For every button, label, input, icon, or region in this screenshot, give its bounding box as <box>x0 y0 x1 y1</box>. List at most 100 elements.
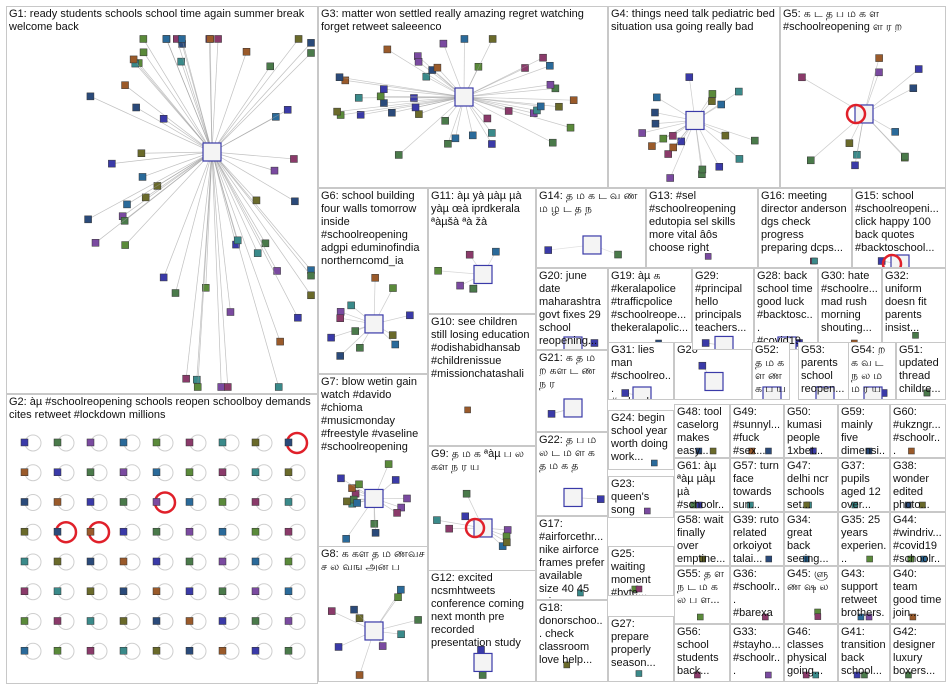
vertex-node <box>444 139 452 148</box>
vertex-node <box>152 646 161 655</box>
edge <box>387 49 465 98</box>
vertex-node <box>206 35 214 43</box>
vertex-node <box>521 64 529 72</box>
cluster-g35: G35: 25 years experien... #epidem... <box>838 512 890 566</box>
cluster-graph <box>857 613 873 621</box>
cluster-graph <box>84 35 315 391</box>
cluster-graph <box>698 361 724 392</box>
vertex-node <box>569 96 578 104</box>
vertex-node <box>803 555 810 563</box>
cluster-g18: G18: donorschoo... check classroom love … <box>536 600 608 682</box>
cluster-label: G51: updated thread childre... <box>899 344 941 395</box>
cluster-g31: G31: lies man #schoolreo... #schoolsre..… <box>608 342 674 400</box>
edge <box>463 84 551 98</box>
vertex-node <box>119 587 128 595</box>
vertex-node <box>919 501 926 509</box>
edge <box>463 88 556 98</box>
vertex-node <box>355 671 364 679</box>
vertex-node <box>20 587 29 595</box>
cluster-graph <box>803 501 812 509</box>
vertex-node <box>648 142 656 150</box>
vertex-node <box>91 239 100 247</box>
vertex-node <box>699 555 706 563</box>
vertex-node <box>86 557 95 566</box>
cluster-g34: G34: great back seeing... <box>784 512 838 566</box>
vertex-node <box>388 331 397 339</box>
cluster-graph <box>621 386 652 399</box>
cluster-label: G14: த ம க ட வ ண ம ழ ட த ந <box>539 190 638 215</box>
edge <box>211 66 271 153</box>
cluster-g15: G15: school #schoolreopeni... click happ… <box>852 188 946 268</box>
vertex-node <box>376 92 385 101</box>
cluster-label: G61: àµ ªàµ µàµ µà #schoolr... <box>677 460 725 511</box>
vertex-node <box>389 284 397 292</box>
cluster-graph <box>695 447 717 455</box>
vertex-node <box>638 129 646 137</box>
vertex-node <box>762 613 769 621</box>
vertex-node <box>669 132 677 140</box>
edge <box>211 109 288 153</box>
vertex-node <box>715 163 724 171</box>
vertex-node <box>812 671 820 679</box>
hub-node <box>685 110 705 131</box>
vertex-node <box>356 111 365 119</box>
cluster-label: G35: 25 years experien... #epidem... <box>841 514 887 565</box>
vertex-node <box>171 289 180 297</box>
vertex-node <box>905 671 912 679</box>
cluster-g55: G55: த ள ந ட ம க ல ப ள... <box>674 566 730 624</box>
vertex-node <box>460 35 469 43</box>
vertex-node <box>353 499 361 507</box>
vertex-node <box>644 507 651 515</box>
edge <box>380 96 465 98</box>
cluster-label: G39: ruto related orkoiyot talai... <box>733 514 779 565</box>
vertex-node <box>441 117 449 125</box>
vertex-node <box>182 374 190 383</box>
vertex-node <box>185 617 194 625</box>
hub-node <box>454 87 474 107</box>
vertex-node <box>465 250 474 259</box>
vertex-node <box>283 106 292 114</box>
vertex-node <box>735 155 744 163</box>
vertex-node <box>865 447 873 455</box>
vertex-node <box>433 516 441 524</box>
vertex-node <box>533 106 541 115</box>
edge <box>211 151 231 313</box>
vertex-node <box>119 646 128 655</box>
vertex-node <box>851 501 859 509</box>
edge <box>211 151 294 160</box>
cluster-label: G22: த ப ம ல ட ம ள க த ம க த <box>539 434 597 472</box>
vertex-node <box>904 501 912 509</box>
cluster-label: G42: designer luxury boxers... <box>893 626 936 677</box>
vertex-node <box>635 670 643 677</box>
cluster-g37: G37: pupils aged 12 over... <box>838 458 890 512</box>
edge <box>463 96 541 107</box>
vertex-node <box>704 253 712 260</box>
vertex-node <box>394 593 402 601</box>
cluster-label: G3: matter won settled really amazing re… <box>321 8 584 33</box>
cluster-label: G49: #sunnyl... #fuck #sex... <box>733 406 781 457</box>
vertex-node <box>539 53 547 62</box>
vertex-node <box>185 557 194 566</box>
cluster-g32: G32: uniform doesn fit parents insist... <box>882 268 946 350</box>
vertex-node <box>284 587 293 595</box>
cluster-label: G5: க ட த ப ம க ள #schoolreopening ள ர ற <box>783 8 903 33</box>
cluster-label: G10: see children still losing education… <box>431 316 530 380</box>
edge <box>211 151 312 271</box>
vertex-node <box>547 410 556 418</box>
vertex-node <box>185 527 194 536</box>
cluster-g16: G16: meeting director anderson dgs check… <box>758 188 852 268</box>
vertex-node <box>492 247 500 256</box>
cluster-graph <box>907 555 927 563</box>
cluster-g3: G3: matter won settled really amazing re… <box>318 6 608 188</box>
vertex-node <box>914 65 923 73</box>
vertex-node <box>566 123 575 132</box>
cluster-label: G6: school building four walls tomorrow … <box>321 190 420 267</box>
edge <box>166 38 213 153</box>
cluster-g57: G57: turn face towards sun... <box>730 458 784 512</box>
vertex-node <box>802 671 810 679</box>
hub-node <box>632 386 652 399</box>
vertex-node <box>193 375 201 384</box>
edge <box>211 151 239 241</box>
edge <box>398 96 465 156</box>
vertex-node <box>483 114 492 123</box>
